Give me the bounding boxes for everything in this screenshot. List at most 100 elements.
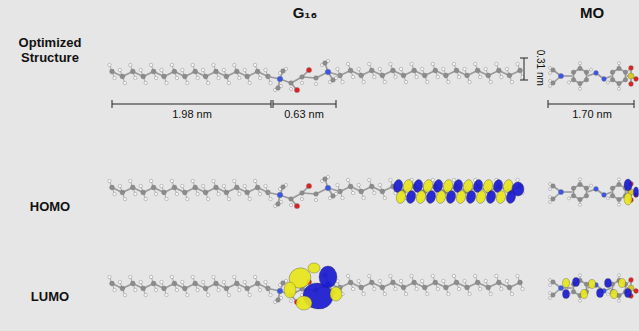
atom (222, 68, 225, 71)
atom (277, 288, 283, 294)
atom (269, 293, 272, 296)
dimension-line (634, 100, 635, 108)
atom (567, 197, 570, 200)
atom (618, 62, 621, 65)
mo-molecule (549, 178, 639, 207)
atom (130, 281, 135, 286)
atom (206, 197, 209, 200)
dimension-line (273, 104, 336, 105)
atom (110, 281, 115, 286)
atom (457, 287, 460, 290)
atom (399, 279, 402, 282)
atom (468, 292, 471, 295)
atom (160, 68, 163, 71)
atom (590, 184, 593, 187)
atom (549, 72, 552, 75)
atom (160, 184, 163, 187)
atom (134, 192, 137, 195)
atom (172, 281, 177, 286)
atom (289, 197, 294, 202)
dimension-line (520, 80, 528, 81)
atom (571, 194, 575, 198)
atom (473, 62, 476, 65)
atom (401, 285, 406, 290)
atom (255, 185, 260, 190)
atom (634, 289, 639, 294)
atom (234, 69, 239, 74)
atom (399, 67, 402, 70)
atom (415, 287, 418, 290)
atom (510, 80, 513, 83)
atom (277, 76, 283, 82)
row-label: Optimized Structure (4, 36, 96, 66)
atom (294, 87, 299, 92)
orbital-lobe (619, 279, 626, 288)
atom (269, 81, 272, 84)
atom (281, 281, 286, 286)
atom (431, 274, 434, 277)
atom (227, 81, 230, 84)
atom (549, 201, 552, 204)
atom (294, 203, 299, 208)
atom (139, 68, 142, 71)
atom (551, 293, 555, 297)
atom (217, 76, 220, 79)
atom (170, 275, 173, 278)
atom (486, 73, 491, 78)
atom (170, 179, 173, 182)
dimension-line (524, 58, 525, 80)
atom (421, 67, 424, 70)
atom (610, 78, 614, 82)
atom (463, 279, 466, 282)
atom (248, 197, 251, 200)
atom (281, 69, 286, 74)
atom (214, 281, 219, 286)
atom (276, 298, 281, 303)
atom (130, 185, 135, 190)
atom (181, 68, 184, 71)
atom (258, 288, 261, 291)
atom (182, 74, 187, 79)
atom (610, 70, 614, 74)
g16-molecule (108, 175, 524, 208)
atom (186, 293, 189, 296)
atom (175, 288, 178, 291)
atom (629, 278, 634, 283)
atom (629, 82, 634, 87)
atom (110, 69, 115, 74)
atom (579, 178, 582, 181)
atom (558, 73, 563, 78)
atom (465, 285, 470, 290)
atom (617, 66, 621, 70)
atom (584, 194, 588, 198)
atom (193, 69, 198, 74)
dimension-label: 0.31 nm (534, 38, 546, 98)
atom (151, 69, 156, 74)
atom (578, 66, 582, 70)
atom (181, 280, 184, 283)
atom (475, 280, 480, 285)
atom (346, 178, 349, 181)
atom (378, 183, 381, 186)
atom (253, 179, 256, 182)
lumo-orbital (284, 263, 632, 311)
atom (172, 185, 177, 190)
atom (389, 178, 392, 181)
atom (120, 74, 125, 79)
atom (186, 197, 189, 200)
atom (362, 80, 365, 83)
atom (496, 68, 501, 73)
atom (243, 184, 246, 187)
atom (144, 197, 147, 200)
dimension-label: 1.70 nm (557, 108, 627, 121)
atom (359, 189, 364, 194)
atom (149, 63, 152, 66)
atom (144, 81, 147, 84)
g16-molecule (108, 59, 524, 92)
atom (212, 179, 215, 182)
atom (217, 288, 220, 291)
dimension-line (112, 104, 271, 105)
atom (457, 75, 460, 78)
atom (300, 191, 305, 196)
atom (579, 203, 582, 206)
